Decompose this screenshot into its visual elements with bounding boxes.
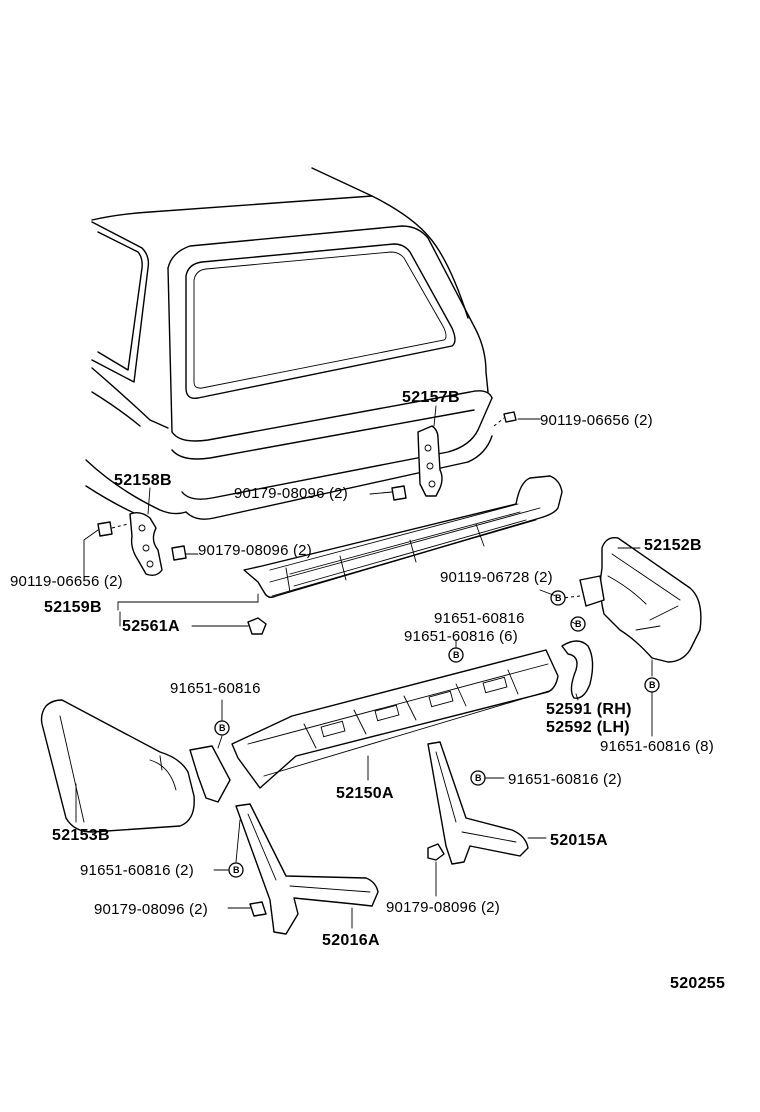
arm-52016a bbox=[235, 803, 379, 935]
label-nut-upper-right: 90179-08096 (2) bbox=[234, 485, 348, 502]
leader-lines bbox=[75, 405, 653, 929]
reinforcement-52150a bbox=[231, 649, 559, 789]
label-52561a: 52561A bbox=[122, 618, 180, 635]
end-cap-52152b bbox=[561, 537, 702, 663]
label-52592: 52592 (LH) bbox=[546, 719, 630, 736]
label-nut-upper-left: 90179-08096 (2) bbox=[198, 542, 312, 559]
label-52152b: 52152B bbox=[644, 537, 702, 554]
bolt-marker-b-5: B bbox=[214, 720, 230, 736]
bolt-marker-b-4: B bbox=[644, 677, 660, 693]
svg-text:B: B bbox=[453, 650, 460, 660]
label-52159b: 52159B bbox=[44, 599, 102, 616]
label-52015a: 52015A bbox=[550, 832, 608, 849]
label-52591: 52591 (RH) bbox=[546, 701, 632, 718]
svg-text:B: B bbox=[219, 723, 226, 733]
label-52150a: 52150A bbox=[336, 785, 394, 802]
label-bolt-upper-right: 90119-06656 (2) bbox=[540, 412, 653, 429]
vehicle-rear-body bbox=[85, 167, 493, 521]
svg-text:B: B bbox=[575, 619, 582, 629]
label-nut-arm-right: 90179-08096 (2) bbox=[386, 899, 500, 916]
label-bolt-step: 90119-06728 (2) bbox=[440, 569, 553, 586]
label-52158b: 52158B bbox=[114, 472, 172, 489]
svg-text:B: B bbox=[649, 680, 656, 690]
retainer-52591 bbox=[561, 640, 594, 699]
label-bolt-left-bracket: 91651-60816 bbox=[170, 680, 261, 697]
step-pad-52159b bbox=[243, 475, 563, 635]
end-cap-52153b bbox=[40, 699, 231, 833]
label-bolt-arm-right: 91651-60816 (2) bbox=[508, 771, 622, 788]
bolt-marker-b-2: B bbox=[570, 616, 586, 632]
label-52157b: 52157B bbox=[402, 389, 460, 406]
label-52153b: 52153B bbox=[52, 827, 110, 844]
label-bolt-right-cap: 91651-60816 (8) bbox=[600, 738, 714, 755]
bracket-52158b bbox=[97, 511, 187, 577]
label-52016a: 52016A bbox=[322, 932, 380, 949]
svg-text:B: B bbox=[233, 865, 240, 875]
bracket-52157b bbox=[391, 411, 517, 501]
label-bolt-arm-left: 91651-60816 (2) bbox=[80, 862, 194, 879]
label-bolt-b1: 91651-60816 bbox=[434, 610, 525, 627]
part-labels: 52157B 90119-06656 (2) 90179-08096 (2) 5… bbox=[10, 389, 725, 992]
label-nut-arm-left: 90179-08096 (2) bbox=[94, 901, 208, 918]
label-bolt-b2: 91651-60816 (6) bbox=[404, 628, 518, 645]
arm-52015a bbox=[427, 741, 529, 865]
svg-text:B: B bbox=[475, 773, 482, 783]
label-bolt-upper-left: 90119-06656 (2) bbox=[10, 573, 123, 590]
bolt-marker-b-1: B bbox=[550, 590, 566, 606]
catalog-code: 520255 bbox=[670, 975, 725, 992]
bolt-marker-b-3: B bbox=[448, 647, 464, 663]
bolt-marker-b-7: B bbox=[228, 862, 244, 878]
svg-text:B: B bbox=[555, 593, 562, 603]
bolt-marker-b-6: B bbox=[470, 770, 486, 786]
